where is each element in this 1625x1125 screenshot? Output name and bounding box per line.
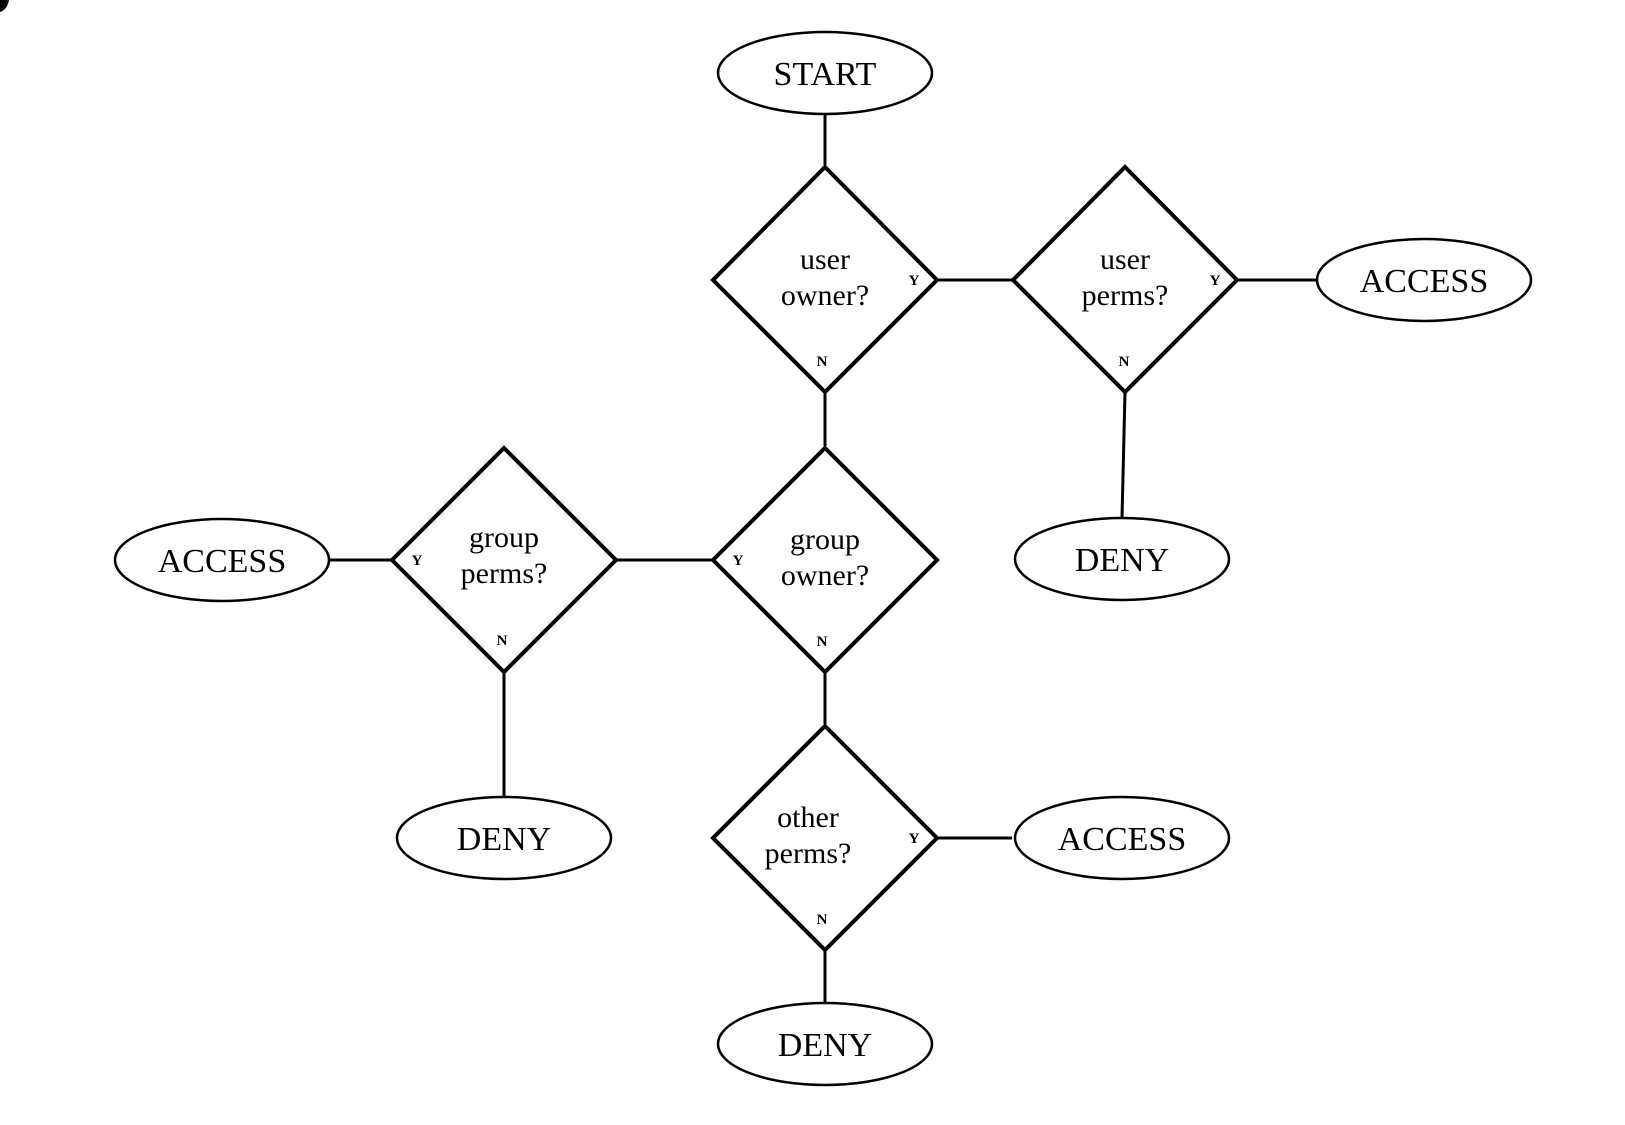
terminal-shape xyxy=(1013,795,1231,881)
decision-shape xyxy=(389,445,619,675)
node-label: ACCESS xyxy=(158,543,287,580)
node-label: START xyxy=(774,56,877,93)
decision-line-2: perms? xyxy=(461,557,548,590)
yes-port-label: Y xyxy=(1210,273,1221,289)
decision-line-1: group xyxy=(469,521,539,554)
yes-port-label: Y xyxy=(412,553,423,569)
decision-line-1: other xyxy=(777,801,839,834)
node-label: DENY xyxy=(1075,542,1169,579)
terminal-shape xyxy=(113,517,331,603)
node-start: START xyxy=(716,30,934,116)
decision-line-1: user xyxy=(800,243,850,276)
node-access-other: ACCESS xyxy=(1013,795,1231,881)
no-port-label: N xyxy=(817,354,828,370)
node-deny-other: DENY xyxy=(716,1001,934,1087)
terminal-shape xyxy=(395,795,613,881)
edges xyxy=(330,114,1317,1003)
node-user-owner: user owner? Y N xyxy=(710,164,940,395)
decision-line-2: perms? xyxy=(765,837,852,870)
decision-shape xyxy=(710,445,940,675)
decision-shape xyxy=(1010,164,1240,395)
decision-line-2: owner? xyxy=(781,559,869,592)
no-port-label: N xyxy=(497,633,508,649)
terminal-shape xyxy=(716,30,934,116)
terminal-shape xyxy=(1013,516,1231,602)
decision-line-2: owner? xyxy=(781,279,869,312)
node-deny-group: DENY xyxy=(395,795,613,881)
decision-line-1: user xyxy=(1100,243,1150,276)
node-deny-user: DENY xyxy=(1013,516,1231,602)
decision-line-1: group xyxy=(790,523,860,556)
node-group-owner: group owner? Y N xyxy=(710,445,940,675)
node-label: ACCESS xyxy=(1058,821,1187,858)
node-label: ACCESS xyxy=(1360,263,1489,300)
yes-port-label: Y xyxy=(733,553,744,569)
yes-port-label: Y xyxy=(909,273,920,289)
decision-line-2: perms? xyxy=(1082,279,1169,312)
no-port-label: N xyxy=(817,912,828,928)
decision-shape xyxy=(710,164,940,395)
node-group-perms: group perms? Y N xyxy=(389,445,619,675)
edge-user-perms-deny xyxy=(1120,391,1127,519)
node-access-user: ACCESS xyxy=(1315,237,1533,323)
node-access-group: ACCESS xyxy=(113,517,331,603)
node-user-perms: user perms? Y N xyxy=(1010,164,1240,395)
terminal-shape xyxy=(1315,237,1533,323)
yes-port-label: Y xyxy=(909,831,920,847)
node-label: DENY xyxy=(457,821,551,858)
no-port-label: N xyxy=(817,634,828,650)
node-other-perms: other perms? Y N xyxy=(710,723,940,953)
decision-shape xyxy=(710,723,940,953)
node-label: DENY xyxy=(778,1027,872,1064)
no-port-label: N xyxy=(1119,354,1130,370)
corner-mark xyxy=(0,0,9,12)
terminal-shape xyxy=(716,1001,934,1087)
